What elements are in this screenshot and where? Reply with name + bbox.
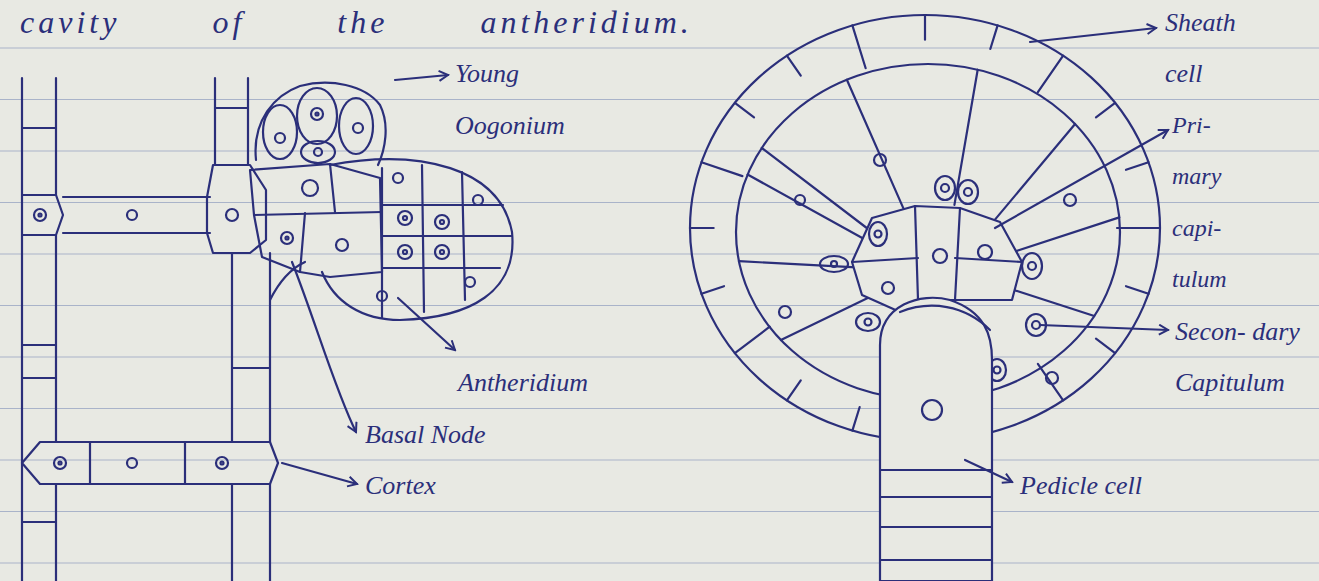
ruling-line xyxy=(0,150,1319,151)
manubrium-wall xyxy=(1010,217,1120,253)
manubrium-wall xyxy=(748,175,865,240)
part-label: cavity of the antheridium. xyxy=(20,0,693,46)
part-label: Secon- dary Capitulum xyxy=(1175,306,1300,409)
sheath-wall xyxy=(787,380,801,400)
manubrium-wall xyxy=(847,80,903,208)
antheridium-section xyxy=(690,15,1160,581)
sheath-wall xyxy=(852,407,859,431)
part-label: Sheath cell xyxy=(1165,0,1265,100)
ruling-line xyxy=(0,202,1319,203)
part-label: Pri- mary capi- tulum xyxy=(1172,100,1244,306)
sheath-wall xyxy=(1038,56,1063,92)
sheath-wall xyxy=(690,227,714,229)
basal-node-cells xyxy=(250,164,382,277)
manubrium-wall xyxy=(992,124,1075,223)
paper-ruling xyxy=(0,48,1319,563)
ruling-line xyxy=(0,408,1319,409)
sheath-wall xyxy=(735,327,770,353)
sheath-wall xyxy=(1126,162,1148,170)
sheath-wall xyxy=(924,15,926,40)
leader-lines xyxy=(282,28,1168,484)
sheath-wall xyxy=(1096,103,1115,118)
sheath-wall xyxy=(1117,227,1160,229)
part-label: Young Oogonium xyxy=(455,48,605,151)
ruling-line xyxy=(0,47,1319,48)
ruling-line xyxy=(0,305,1319,306)
sheath-wall xyxy=(787,56,801,76)
ruling-line xyxy=(0,356,1319,357)
ink-drawing xyxy=(22,15,1168,581)
part-label: Antheridium xyxy=(458,357,588,409)
manubrium-wall xyxy=(739,261,861,267)
sheath-wall xyxy=(702,162,743,176)
manubrium-wall xyxy=(954,70,977,205)
sheath-wall xyxy=(1038,364,1063,400)
part-label: Pedicle cell xyxy=(1020,460,1142,512)
sheath-wall xyxy=(1096,339,1115,354)
part-label: Basal Node xyxy=(365,409,486,461)
sheath-wall xyxy=(852,25,865,68)
pedicle-cell xyxy=(880,298,992,581)
ruling-line xyxy=(0,253,1319,254)
ruling-line xyxy=(0,459,1319,460)
manubrium-wall xyxy=(762,148,870,231)
sheath-wall xyxy=(1126,286,1148,294)
sheath-wall xyxy=(735,103,754,118)
ruling-line xyxy=(0,99,1319,100)
sheath-wall xyxy=(702,286,724,294)
ruling-line xyxy=(0,511,1319,512)
manubrium-wall xyxy=(781,293,878,340)
part-label: Cortex xyxy=(365,460,436,512)
young-oogonium xyxy=(256,83,386,165)
antheridium xyxy=(322,159,513,320)
sheath-wall xyxy=(990,25,997,49)
ruling-line xyxy=(0,562,1319,563)
stem-node xyxy=(22,78,305,581)
